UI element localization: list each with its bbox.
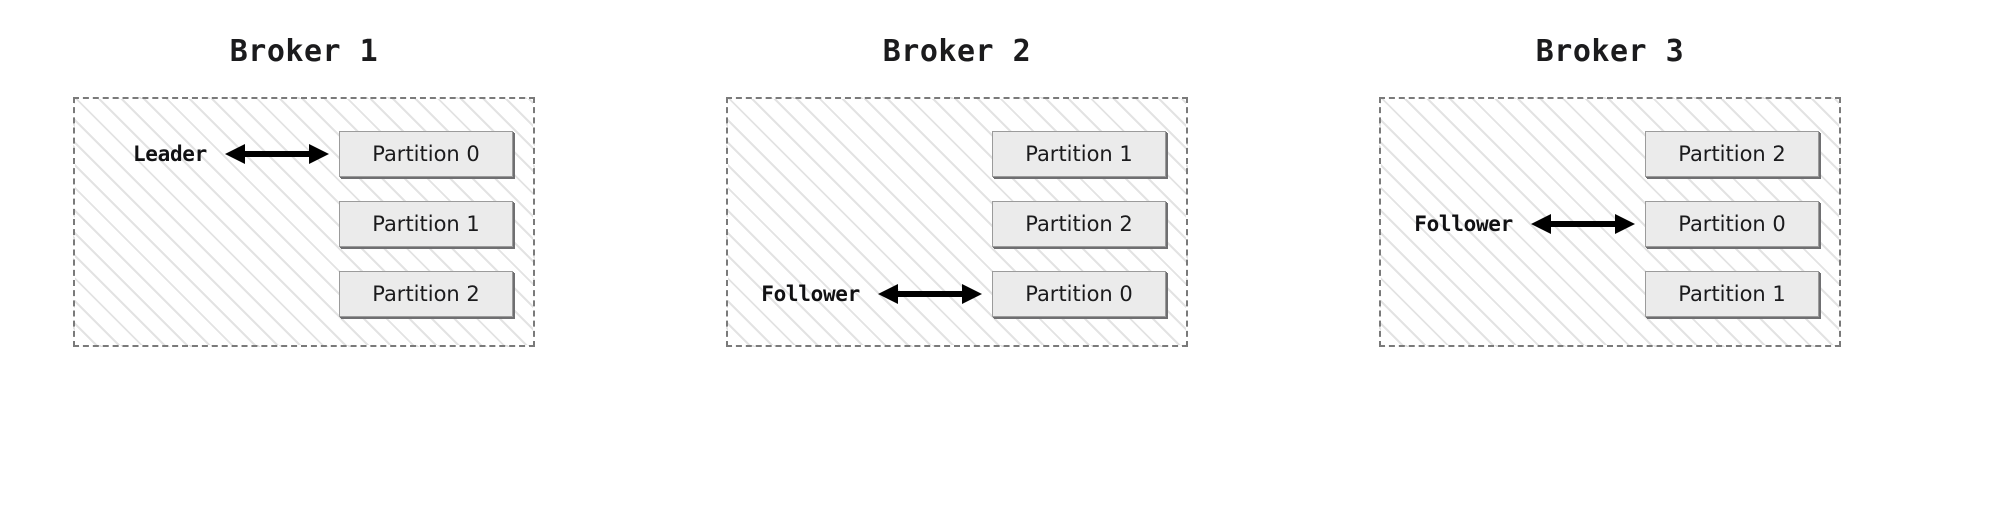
broker-panel-1: Broker 1 Leader Partition 0 Par [73, 0, 535, 400]
partition-box[interactable]: Partition 0 [1645, 201, 1819, 247]
partition-box[interactable]: Partition 1 [1645, 271, 1819, 317]
broker-panel-3: Broker 3 Partition 2 Follower P [1379, 0, 1841, 400]
broker-panel-2: Broker 2 Partition 1 Partition 2 Followe… [726, 0, 1188, 400]
partition-list: Leader Partition 0 Partition 1 [73, 97, 535, 347]
partition-row: Partition 1 [1379, 271, 1841, 317]
partition-row: Follower Partition 0 [726, 271, 1188, 317]
double-arrow-icon [225, 144, 329, 164]
role-label: Follower [1414, 212, 1513, 236]
double-arrow-icon [878, 284, 982, 304]
role-label: Leader [132, 142, 207, 166]
partition-row: Partition 2 [73, 271, 535, 317]
double-arrow-icon [1531, 214, 1635, 234]
partition-box[interactable]: Partition 2 [1645, 131, 1819, 177]
partition-box[interactable]: Partition 2 [992, 201, 1166, 247]
partition-row: Partition 2 [726, 201, 1188, 247]
partition-box[interactable]: Partition 2 [339, 271, 513, 317]
partition-row: Leader Partition 0 [73, 131, 535, 177]
partition-box[interactable]: Partition 0 [992, 271, 1166, 317]
partition-box[interactable]: Partition 1 [339, 201, 513, 247]
partition-row: Follower Partition 0 [1379, 201, 1841, 247]
partition-box[interactable]: Partition 1 [992, 131, 1166, 177]
role-annotation: Follower [1414, 212, 1635, 236]
partition-list: Partition 2 Follower Partition 0 Par [1379, 97, 1841, 347]
partition-row: Partition 2 [1379, 131, 1841, 177]
broker-title: Broker 3 [1535, 34, 1685, 69]
partition-row: Partition 1 [726, 131, 1188, 177]
partition-box[interactable]: Partition 0 [339, 131, 513, 177]
broker-title: Broker 1 [229, 34, 379, 69]
role-label: Follower [761, 282, 860, 306]
role-annotation: Leader [133, 142, 329, 166]
partition-row: Partition 1 [73, 201, 535, 247]
broker-title: Broker 2 [882, 34, 1032, 69]
role-annotation: Follower [761, 282, 982, 306]
partition-list: Partition 1 Partition 2 Follower Par [726, 97, 1188, 347]
